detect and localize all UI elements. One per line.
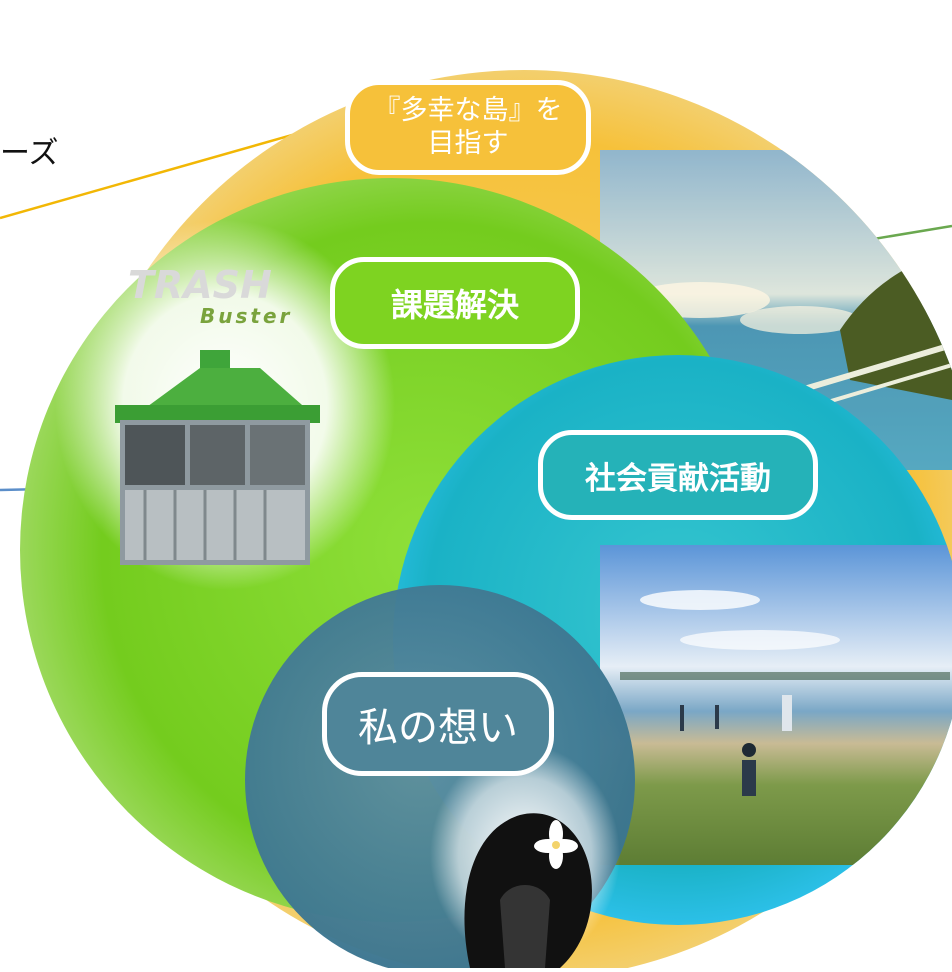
outer-label-line1: 『多幸な島』を (373, 95, 563, 127)
contribute-label: 社会貢献活動 (538, 430, 818, 520)
feeling-label: 私の想い (322, 672, 554, 776)
feeling-label-text: 私の想い (358, 705, 518, 751)
contribute-label-text: 社会貢献活動 (585, 460, 771, 497)
solve-label: 課題解決 (330, 257, 580, 349)
beach-cleanup-photo (600, 545, 952, 865)
solve-label-text: 課題解決 (390, 286, 519, 324)
logo-line2: Buster (200, 304, 292, 328)
girl-silhouette (430, 745, 620, 968)
logo-line1: TRASH (128, 263, 272, 307)
outer-label-line2: 目指す (427, 127, 509, 159)
outer-label: 『多幸な島』を 目指す (345, 80, 591, 175)
flower-icon (534, 820, 578, 869)
trash-buster-machine (115, 350, 320, 565)
left-caption: ーズ (0, 136, 59, 171)
